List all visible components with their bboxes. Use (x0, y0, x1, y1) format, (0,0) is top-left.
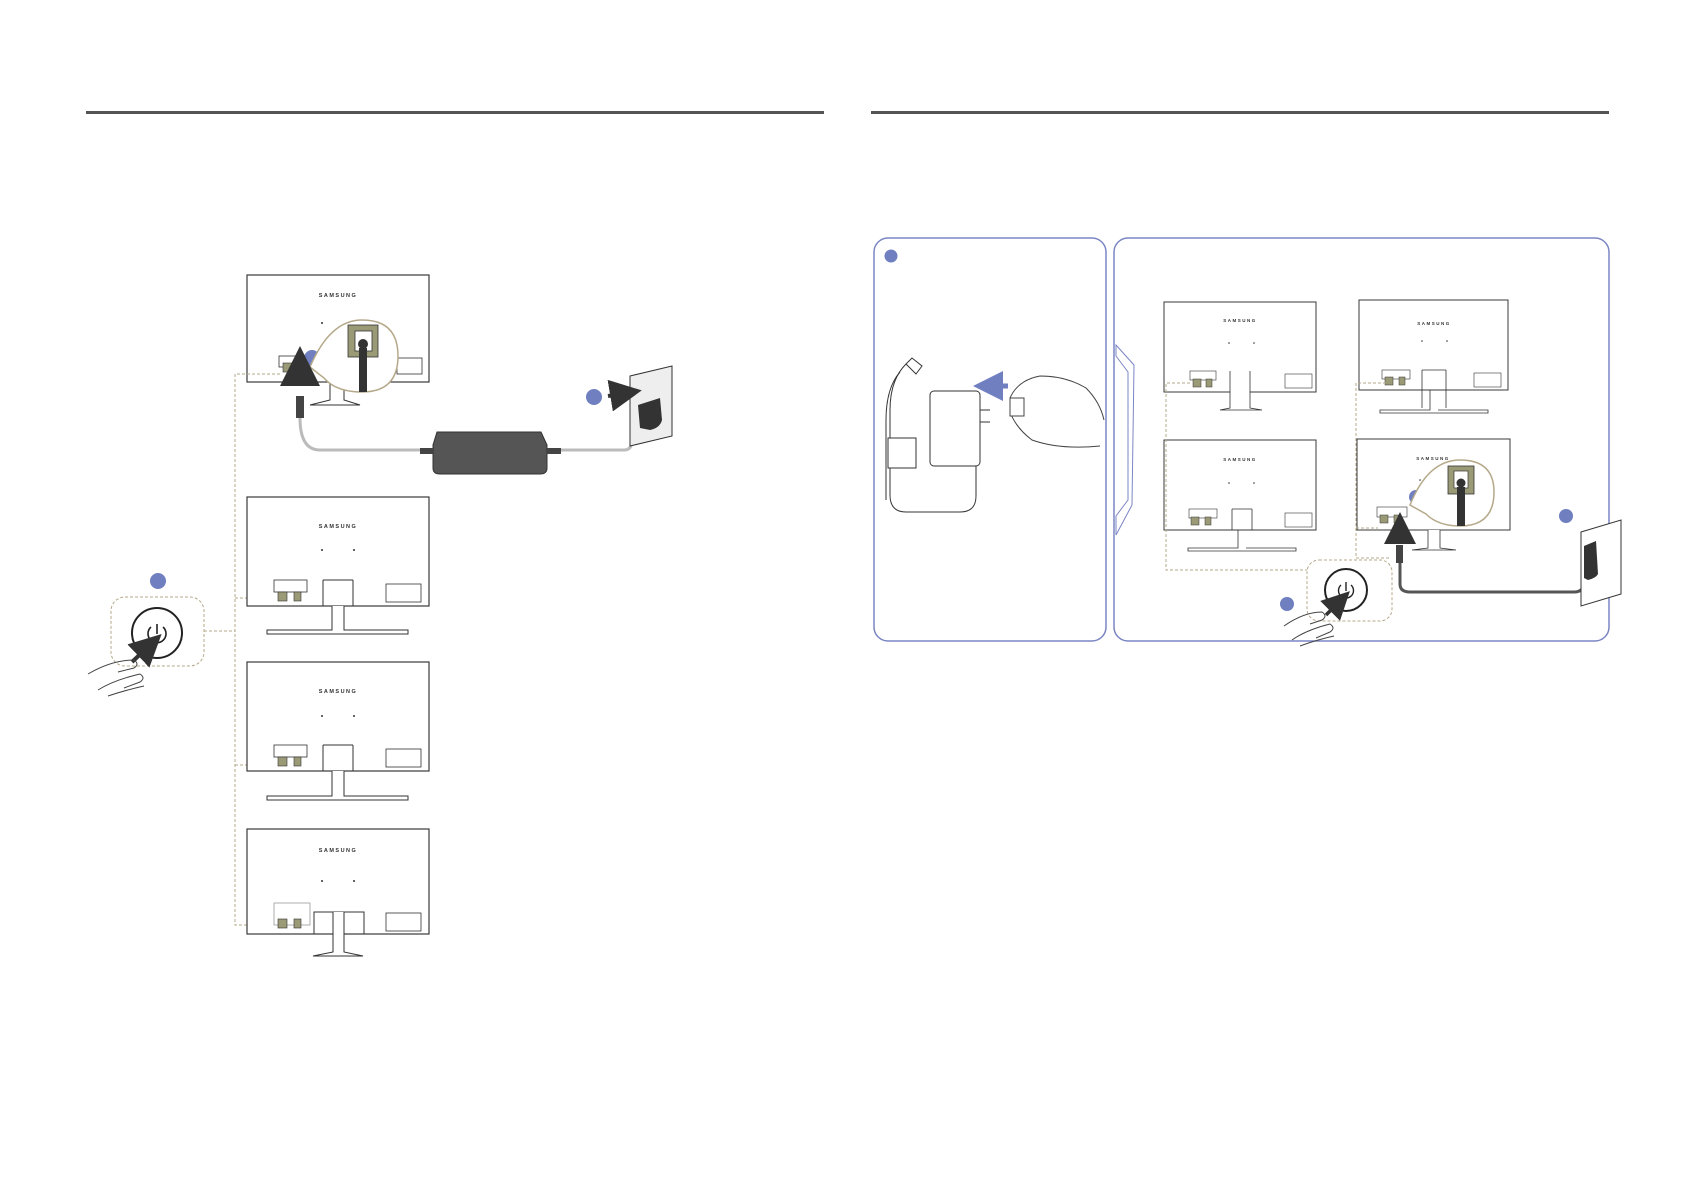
right-header-rule (871, 111, 1609, 114)
brand-logo: SAMSUNG (1416, 456, 1450, 461)
brand-logo: SAMSUNG (319, 848, 358, 854)
brand-logo: SAMSUNG (1223, 318, 1257, 323)
dc-plug (296, 396, 304, 418)
dc-plug (1396, 545, 1403, 563)
monitor-back-c: SAMSUNG (1163, 439, 1317, 552)
arrow-icon (607, 379, 642, 412)
power-icon[interactable] (131, 607, 183, 659)
monitor-back-b: SAMSUNG (1358, 299, 1509, 414)
power-port-zoom (1409, 459, 1495, 527)
monitor-back-3: SAMSUNG (246, 661, 430, 801)
hand-icon (1283, 611, 1335, 647)
hand-icon (1009, 375, 1105, 448)
brand-logo: SAMSUNG (319, 524, 358, 530)
left-header-rule (86, 111, 824, 114)
dashed-connector (1165, 382, 1390, 571)
monitor-back-2: SAMSUNG (246, 496, 430, 635)
brand-logo: SAMSUNG (1417, 321, 1451, 326)
arrow-icon (1320, 591, 1350, 621)
step-circle (1280, 597, 1294, 611)
panel-arrow (1115, 343, 1135, 536)
power-adapter-icon (885, 357, 990, 513)
step-circle (586, 389, 602, 405)
monitor-back-a: SAMSUNG (1163, 301, 1317, 411)
power-icon[interactable] (1324, 568, 1368, 612)
power-adapter-icon (420, 431, 561, 475)
step-circle (150, 573, 166, 589)
adapter-assembly-panel (873, 237, 1107, 642)
monitor-back-4: SAMSUNG (246, 828, 430, 957)
step-circle (1559, 509, 1573, 523)
wall-outlet-icon (629, 365, 673, 447)
arrow-icon (127, 634, 162, 668)
brand-logo: SAMSUNG (1223, 457, 1257, 462)
step-circle (884, 249, 898, 263)
brand-logo: SAMSUNG (319, 293, 358, 299)
power-port-zoom (309, 319, 399, 393)
wall-outlet-icon (1580, 519, 1622, 607)
hand-icon (87, 659, 145, 697)
brand-logo: SAMSUNG (319, 689, 358, 695)
